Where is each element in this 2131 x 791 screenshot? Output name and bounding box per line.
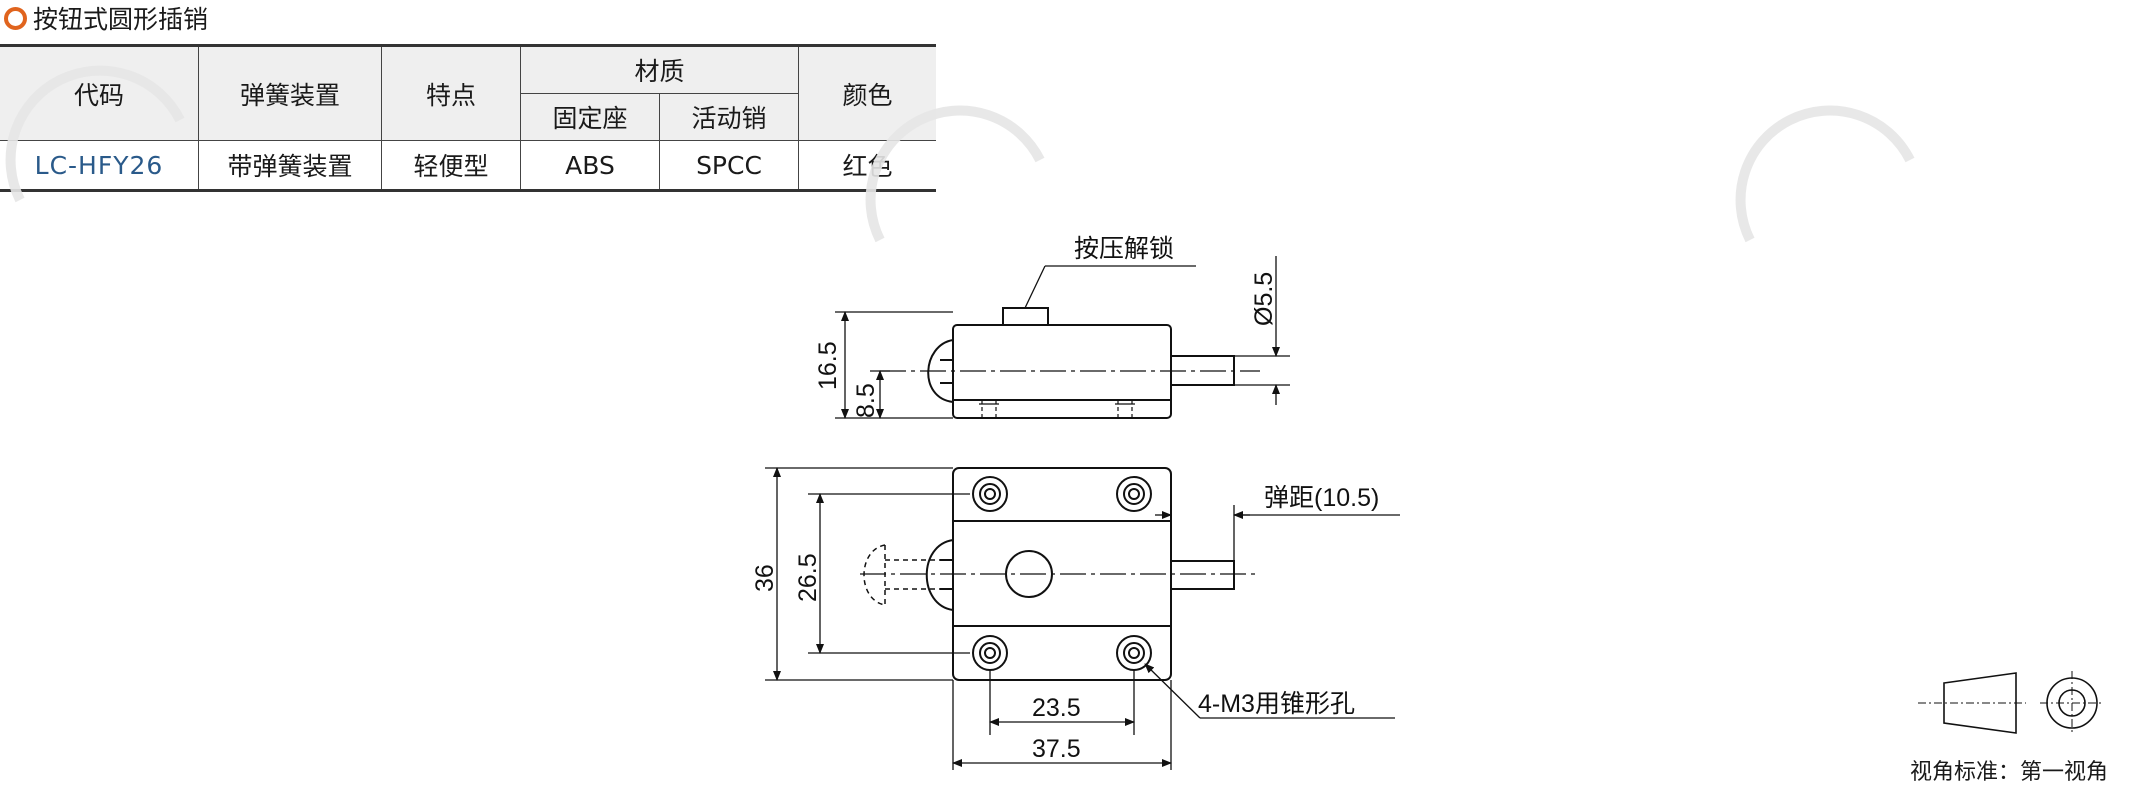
cell-base: ABS: [520, 140, 660, 192]
header-feature: 特点: [381, 44, 521, 141]
spec-table: 代码 弹簧装置 特点 材质 颜色 固定座 活动销 LC-HFY26 带弹簧装置 …: [0, 44, 936, 192]
diameter-label: Ø5.5: [1250, 272, 1278, 326]
cell-spring: 带弹簧装置: [198, 140, 382, 192]
cell-pin: SPCC: [659, 140, 799, 192]
header-code: 代码: [0, 44, 199, 141]
first-angle-projection-icon: [1918, 671, 2104, 735]
header-base: 固定座: [520, 93, 660, 141]
side-view-dimensions: [835, 256, 1290, 419]
height-label: 16.5: [814, 341, 842, 390]
front-view-dimensions: [765, 467, 1400, 770]
table-row: LC-HFY26 带弹簧装置 轻便型 ABS SPCC 红色: [0, 140, 936, 192]
total-height-label: 36: [751, 564, 779, 592]
cell-feature: 轻便型: [381, 140, 521, 192]
header-spring: 弹簧装置: [198, 44, 382, 141]
side-view: [880, 307, 1260, 419]
watermark-logo: [5, 65, 1915, 243]
circle-bullet-icon: [4, 6, 27, 30]
front-view: [860, 467, 1260, 681]
section-title-text: 按钮式圆形插销: [33, 5, 209, 34]
unlock-label: 按压解锁: [1074, 235, 1174, 263]
hole-spacing-v-label: 26.5: [794, 553, 822, 602]
header-pin: 活动销: [659, 93, 799, 141]
spring-travel-label: 弹距(10.5): [1264, 484, 1379, 512]
cell-code: LC-HFY26: [0, 140, 199, 192]
view-standard-caption: 视角标准：第一视角: [1910, 760, 2109, 785]
holes-label: 4-M3用锥形孔: [1198, 690, 1355, 718]
width-label: 37.5: [1032, 735, 1081, 763]
section-title: 按钮式圆形插销: [4, 0, 208, 36]
pin-height-label: 8.5: [852, 383, 880, 418]
hole-spacing-h-label: 23.5: [1032, 694, 1081, 722]
